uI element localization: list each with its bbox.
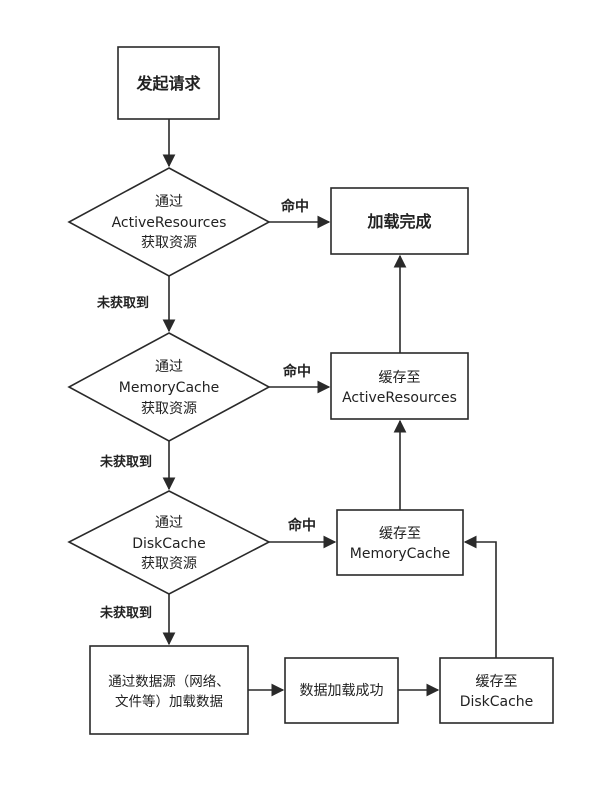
edge-label-hit-1: 命中	[280, 198, 309, 215]
cache-active-line-1: 缓存至	[379, 370, 421, 386]
disk-line-3: 获取资源	[141, 556, 197, 572]
active-line-2: ActiveResources	[112, 215, 227, 231]
edge-label-miss-3: 未获取到	[99, 605, 152, 621]
cache-active-node	[330, 352, 469, 420]
cache-disk-line-1: 缓存至	[476, 674, 518, 690]
load-done-node	[330, 187, 469, 255]
load-done-label: 加载完成	[366, 212, 431, 231]
memory-line-3: 获取资源	[141, 401, 197, 417]
start-label: 发起请求	[135, 74, 201, 93]
edge-label-hit-3: 命中	[287, 517, 316, 534]
edge-label-hit-2: 命中	[282, 363, 311, 380]
cache-memory-line-1: 缓存至	[379, 526, 421, 542]
start-node	[117, 46, 220, 120]
cache-active-line-2: ActiveResources	[342, 390, 457, 406]
load-success-node	[284, 657, 399, 724]
cache-disk-line-2: DiskCache	[460, 694, 534, 710]
disk-line-1: 通过	[155, 515, 183, 531]
edge-label-miss-2: 未获取到	[99, 454, 152, 470]
fetch-source-line-1: 通过数据源（网络、	[108, 674, 230, 690]
cache-memory-node	[336, 509, 464, 576]
active-line-3: 获取资源	[141, 235, 197, 251]
memory-line-1: 通过	[155, 359, 183, 375]
fetch-source-line-2: 文件等）加载数据	[115, 693, 223, 710]
cache-disk-node	[439, 657, 554, 724]
load-success-label: 数据加载成功	[300, 683, 384, 699]
active-line-1: 通过	[155, 194, 183, 210]
edge-disk-to-memory	[463, 535, 497, 658]
edge-label-miss-1: 未获取到	[96, 295, 149, 311]
disk-line-2: DiskCache	[132, 536, 206, 552]
cache-memory-line-2: MemoryCache	[350, 546, 450, 562]
fetch-source-node	[89, 645, 249, 735]
memory-line-2: MemoryCache	[119, 380, 219, 396]
